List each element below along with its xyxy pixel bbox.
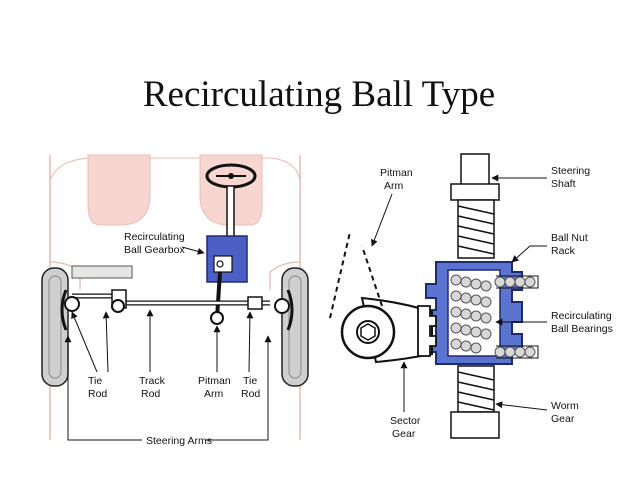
worm-gear-bottom: [457, 365, 495, 413]
label-pitman-arm-right-line2: Arm: [384, 180, 404, 192]
slide-title: Recirculating Ball Type: [142, 74, 496, 115]
label-ball-nut-rack-line1: Ball Nut: [551, 232, 588, 244]
label-steering-arms: Steering Arms: [146, 435, 212, 447]
right-recirculating-ball-gearbox: Pitman Arm Steering Shaft Ball Nut Rack …: [329, 153, 613, 440]
label-ball-nut-rack-line2: Rack: [551, 245, 576, 257]
label-worm-gear-line1: Worm: [551, 400, 579, 412]
label-pitman-arm-line2: Arm: [204, 388, 224, 400]
tire-right: [281, 267, 309, 387]
label-ball-bearings-line1: Recirculating: [551, 310, 612, 322]
steering-arms-bracket: [67, 336, 269, 441]
label-track-rod-line2: Rod: [141, 388, 160, 400]
joint-idler: [111, 299, 125, 313]
joint-pitman: [210, 311, 224, 325]
steering-wheel-hub: [228, 173, 234, 179]
recirculating-ball-bearings: [450, 274, 536, 358]
shaft-collar: [450, 183, 500, 201]
label-ball-bearings-line2: Ball Bearings: [551, 323, 613, 335]
label-pitman-arm-right-line1: Pitman: [380, 167, 413, 179]
label-gearbox-line2: Ball Gearbox: [124, 244, 185, 256]
label-pitman-arm-line1: Pitman: [198, 375, 231, 387]
fender-right: [269, 261, 301, 290]
label-steering-shaft-line2: Shaft: [551, 178, 576, 190]
worm-gear-top: [457, 199, 495, 259]
label-sector-gear-line2: Gear: [392, 428, 416, 440]
pitman-arm: [215, 271, 222, 319]
right-adjust-sleeve: [247, 296, 263, 310]
label-gearbox-line1: Recirculating: [124, 231, 185, 243]
car-body-front: [49, 157, 301, 181]
left-steering-layout: Recirculating Ball Gearbox Tie Rod Track…: [41, 154, 309, 447]
tire-left-inner: [48, 275, 62, 379]
worm-gear-end: [450, 411, 500, 439]
joint-right: [274, 298, 290, 314]
sector-gear-nut: [360, 323, 376, 341]
joint-left: [64, 296, 80, 312]
label-steering-shaft-line1: Steering: [551, 165, 590, 177]
label-tie-rod-left-line1: Tie: [88, 375, 102, 387]
frame-rail: [71, 265, 133, 279]
label-track-rod-line1: Track: [139, 375, 166, 387]
sector-gear-teeth: [417, 305, 437, 357]
label-worm-gear-line2: Gear: [551, 413, 575, 425]
label-tie-rod-left-line2: Rod: [88, 388, 107, 400]
label-tie-rod-right-line1: Tie: [243, 375, 257, 387]
steering-shaft: [460, 153, 490, 187]
seat-left: [87, 154, 151, 226]
label-sector-gear-line1: Sector: [390, 415, 421, 427]
label-tie-rod-right-line2: Rod: [241, 388, 260, 400]
